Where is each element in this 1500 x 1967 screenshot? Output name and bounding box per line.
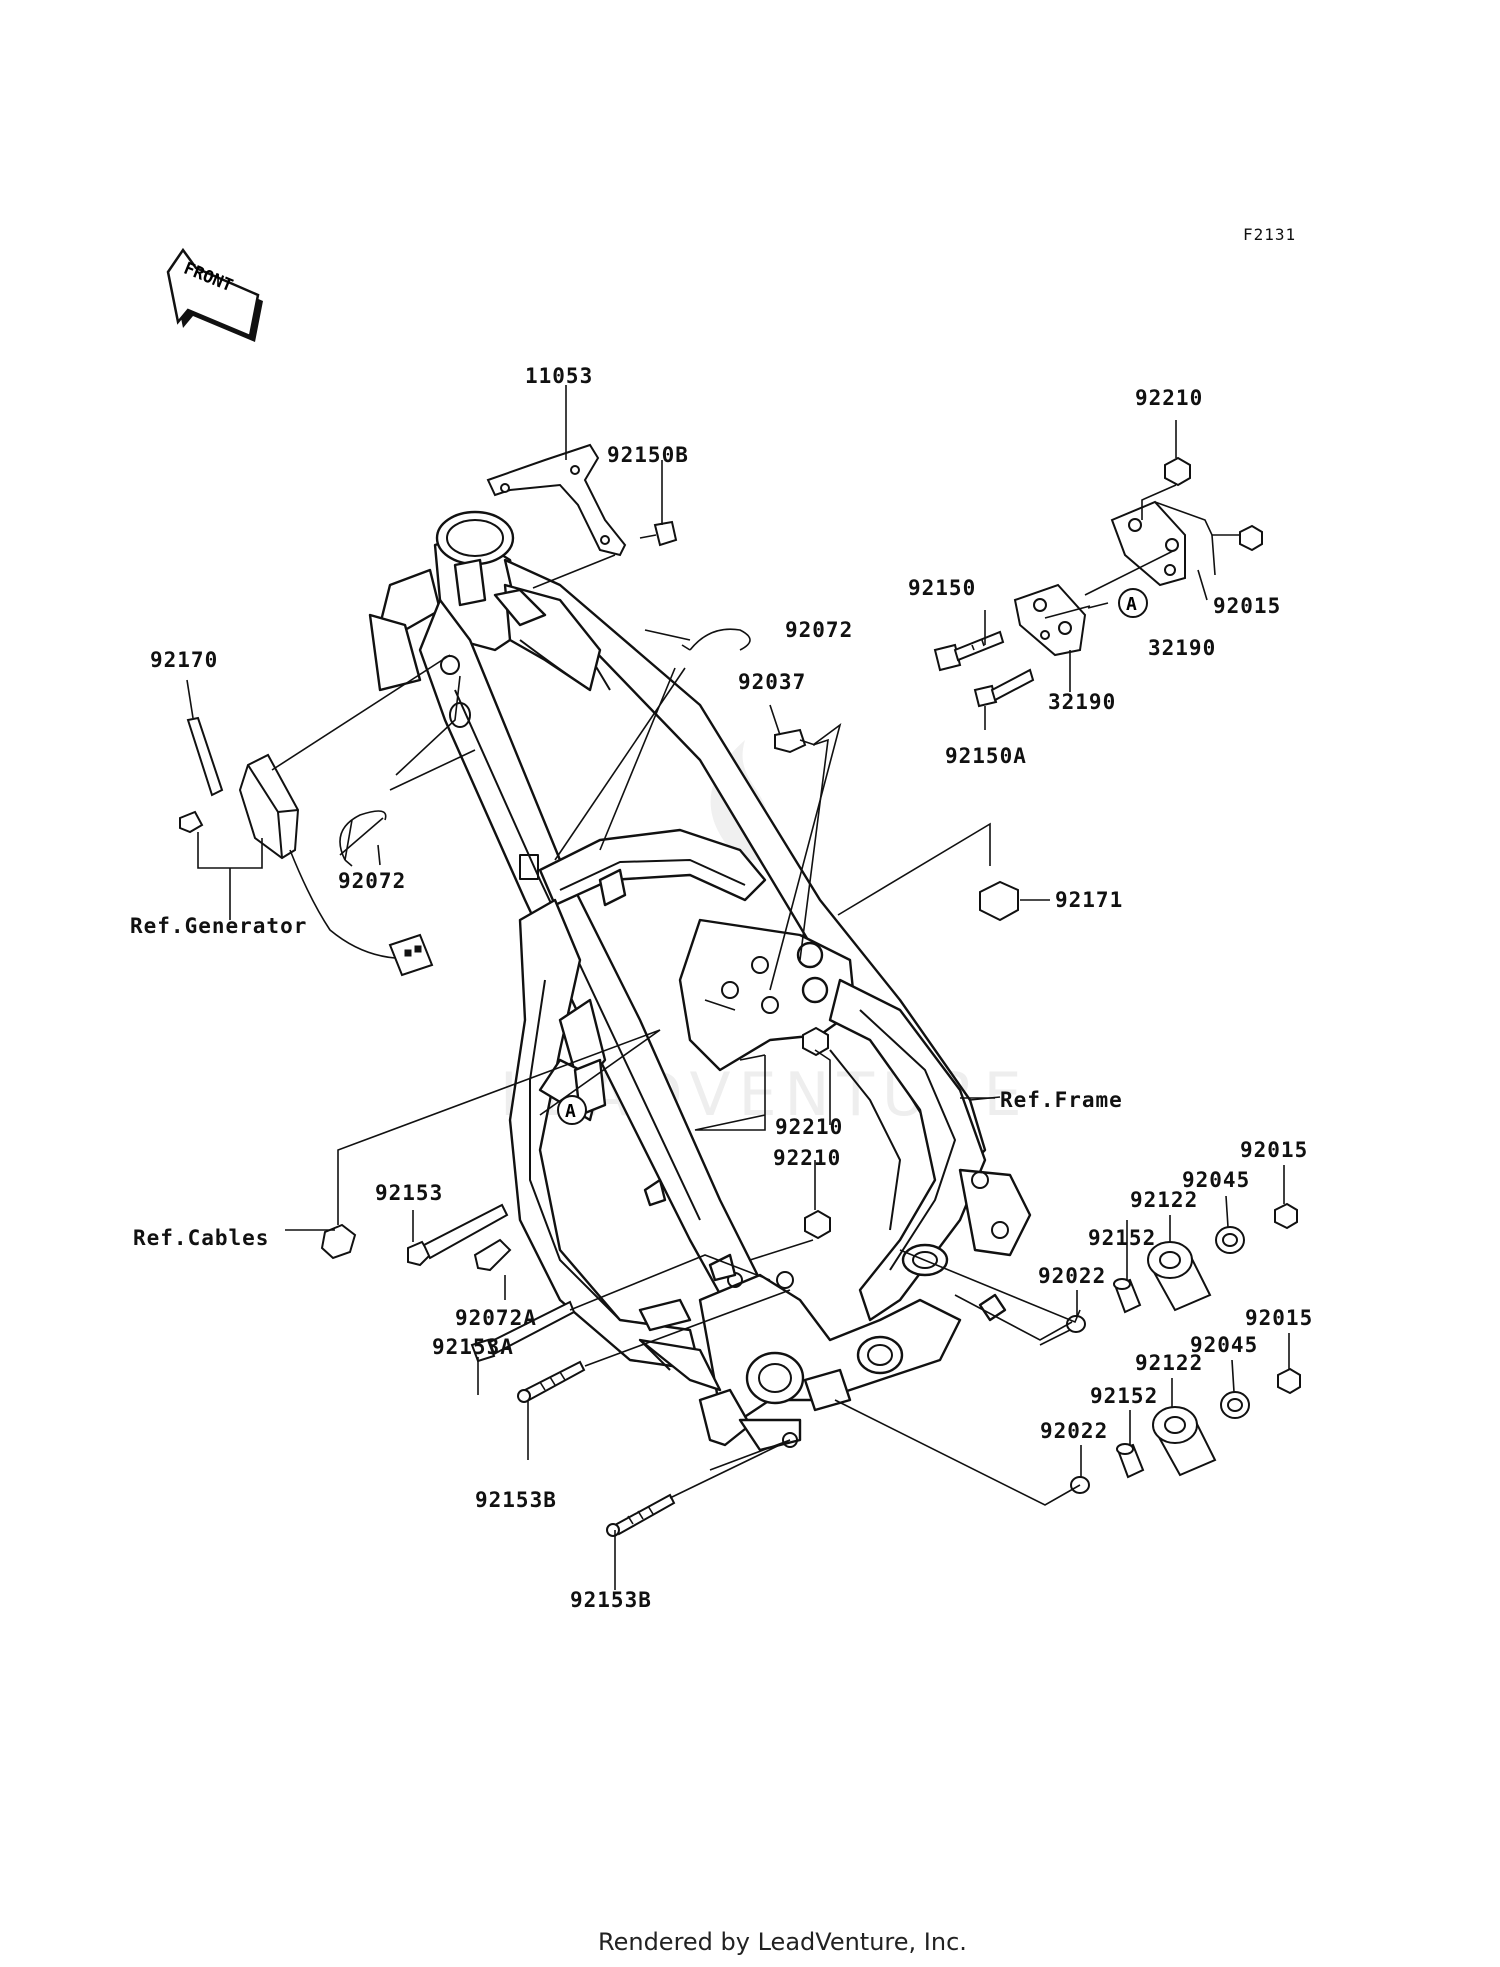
marker-a-upper-label: A	[1126, 594, 1137, 615]
diagram-code: F2131	[1243, 225, 1296, 244]
part-92210-nut-mid-b	[804, 1209, 831, 1240]
part-92153a-bolt	[470, 1300, 576, 1363]
main-frame	[368, 510, 1032, 1452]
leader-lines	[186, 385, 1290, 1590]
part-labels: 11053 92150B 92210 92170 92072 92072 921…	[130, 364, 1313, 1612]
part-92122-bushing-upper	[1147, 1241, 1212, 1312]
part-11053-bracket	[486, 443, 627, 557]
label-ref-cables: Ref.Cables	[133, 1226, 269, 1250]
part-92015-nut-upper	[1274, 1202, 1298, 1230]
label-92022-upper: 92022	[1038, 1264, 1106, 1288]
part-92122-bushing-lower	[1152, 1406, 1217, 1477]
part-92150b-bolt	[639, 520, 678, 547]
part-92072-clamp-upper	[681, 628, 751, 651]
part-92153b-bolt-b	[606, 1493, 676, 1537]
label-92022-lower: 92022	[1040, 1419, 1108, 1443]
label-92045-upper: 92045	[1182, 1168, 1250, 1192]
label-11053: 11053	[525, 364, 593, 388]
label-92150b: 92150B	[607, 443, 689, 467]
part-92015-nut-top	[1239, 524, 1263, 552]
label-32190-upper: 32190	[1148, 636, 1216, 660]
label-92153b-b: 92153B	[570, 1588, 652, 1612]
part-32190-plate-lower	[1013, 583, 1087, 657]
part-92037-clamp	[774, 728, 816, 754]
part-92171-clip	[979, 880, 1019, 922]
part-92072-clamp-lower	[339, 810, 387, 867]
label-ref-generator: Ref.Generator	[130, 914, 307, 938]
generator-regulator	[179, 753, 434, 977]
label-92210-mid-b: 92210	[773, 1146, 841, 1170]
part-92152-collar-lower	[1116, 1443, 1145, 1479]
label-92072-lower: 92072	[338, 869, 406, 893]
part-32190-plate-upper	[1110, 500, 1186, 587]
front-arrow-icon: FRONT	[166, 247, 263, 342]
label-92015-upper: 92015	[1240, 1138, 1308, 1162]
label-ref-frame: Ref.Frame	[1000, 1088, 1123, 1112]
part-92210-nut-mid-a	[802, 1026, 829, 1057]
part-92210-nut-top	[1164, 456, 1191, 487]
part-92152-collar-upper	[1113, 1278, 1142, 1314]
part-92153-bolt	[407, 1203, 509, 1267]
part-92153b-bolt-a	[517, 1360, 586, 1403]
label-92150: 92150	[908, 576, 976, 600]
label-92072-upper: 92072	[785, 618, 853, 642]
label-92152-lower: 92152	[1090, 1384, 1158, 1408]
label-92037: 92037	[738, 670, 806, 694]
part-92072a-clip	[473, 1238, 512, 1272]
part-92015-nut-lower	[1277, 1367, 1301, 1395]
marker-a-lower: A	[557, 1095, 587, 1125]
label-32190-lower: 32190	[1048, 690, 1116, 714]
label-92153a: 92153A	[432, 1335, 514, 1359]
label-92210-top: 92210	[1135, 386, 1203, 410]
label-92150a: 92150A	[945, 744, 1027, 768]
label-92153: 92153	[375, 1181, 443, 1205]
cables-clip	[320, 1223, 357, 1260]
label-92015-lower: 92015	[1245, 1306, 1313, 1330]
label-92045-lower: 92045	[1190, 1333, 1258, 1357]
footer-credit: Rendered by LeadVenture, Inc.	[598, 1928, 967, 1956]
label-92170: 92170	[150, 648, 218, 672]
part-92170-strap	[186, 716, 224, 797]
label-92072a: 92072A	[455, 1306, 537, 1330]
marker-a-upper: A	[1118, 588, 1148, 618]
label-92153b-a: 92153B	[475, 1488, 557, 1512]
part-92045-bearing-upper	[1215, 1226, 1245, 1254]
marker-a-lower-label: A	[565, 1101, 576, 1122]
label-92210-mid-a: 92210	[775, 1115, 843, 1139]
label-92015-top: 92015	[1213, 594, 1281, 618]
label-92122-lower: 92122	[1135, 1351, 1203, 1375]
label-92122-upper: 92122	[1130, 1188, 1198, 1212]
part-92045-bearing-lower	[1220, 1391, 1250, 1419]
part-92150-bolt	[933, 630, 1005, 672]
label-92171: 92171	[1055, 888, 1123, 912]
label-92152-upper: 92152	[1088, 1226, 1156, 1250]
part-92150a-bolt	[973, 668, 1035, 708]
